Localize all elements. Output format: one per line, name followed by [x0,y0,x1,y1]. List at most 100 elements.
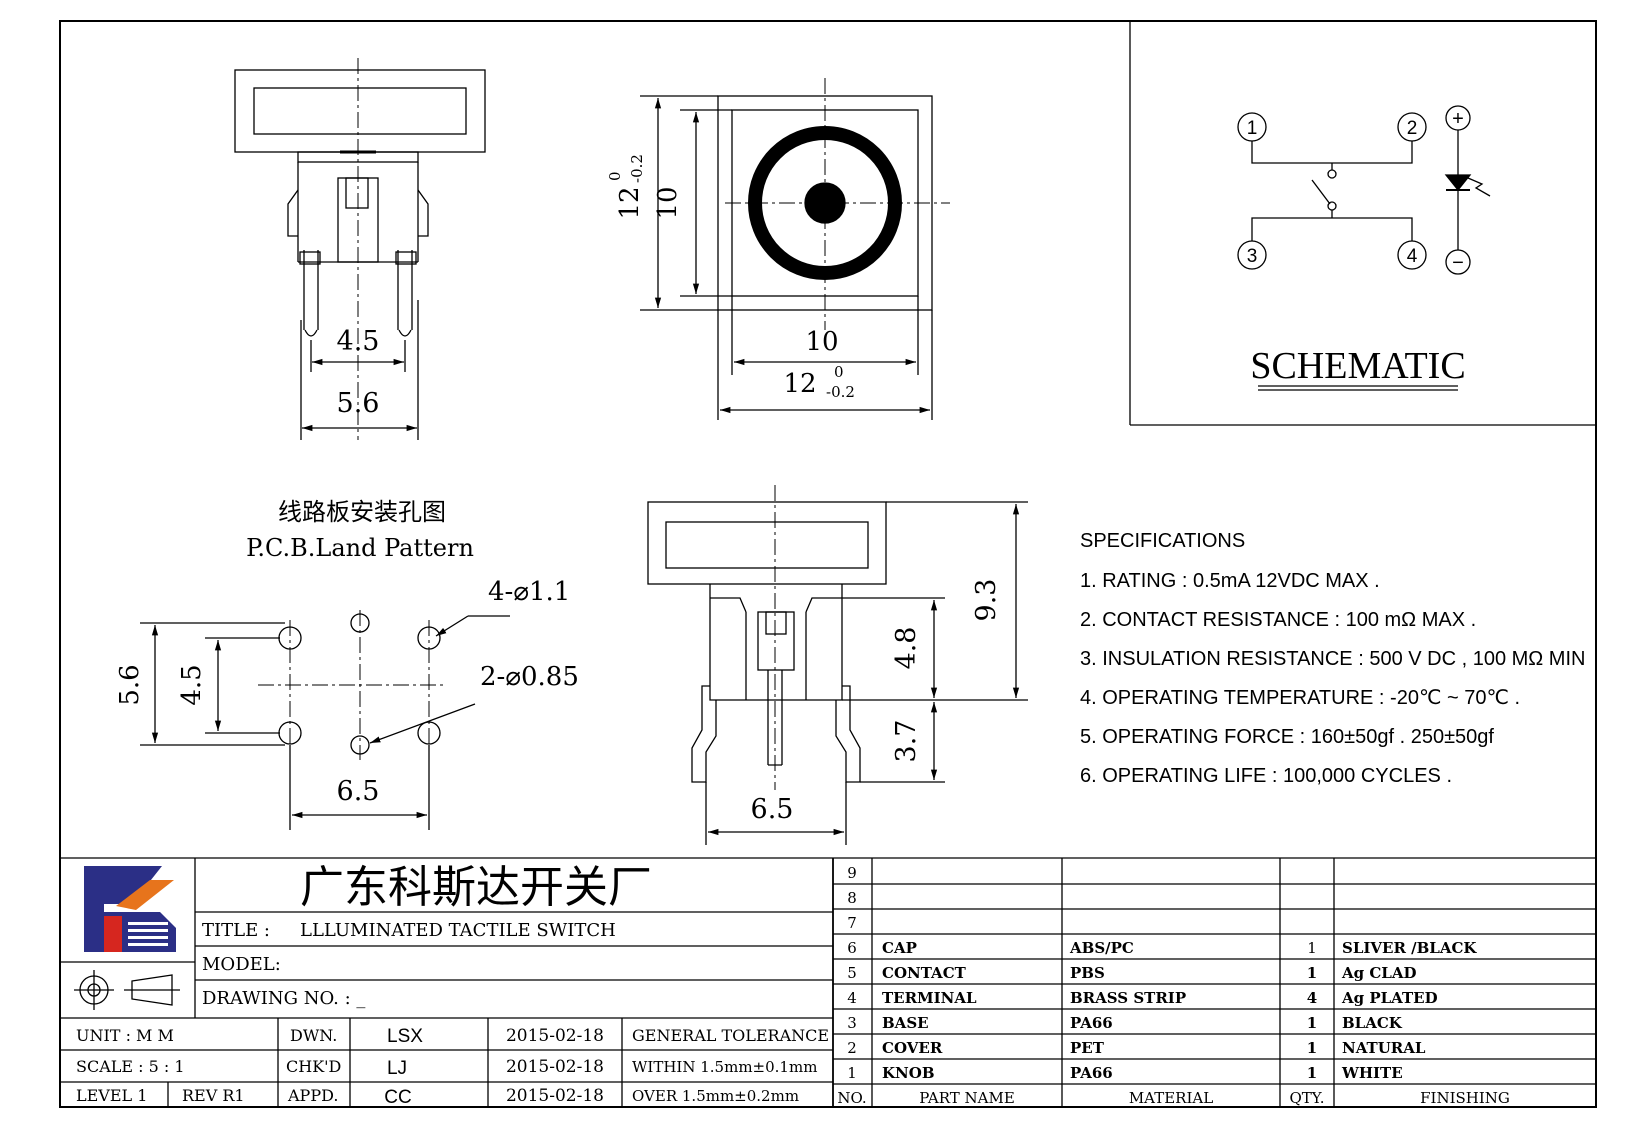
front-dim-width: 6.5 [751,794,794,825]
dim-outer-width: 12 [783,369,816,399]
bom-row-no: 1 [847,1064,857,1082]
dim-pins-outer: 5.6 [337,388,380,419]
pcb-hole-small [350,735,370,755]
bom-material: PA66 [1070,1064,1113,1082]
bom-part-name: BASE [882,1014,929,1032]
bom-qty: 1 [1307,1014,1317,1032]
pcb-hole-small-label: 2-⌀0.85 [480,662,579,692]
bom-part-name: CONTACT [882,964,967,982]
front-dim-total: 9.3 [971,579,1002,622]
specifications-heading: SPECIFICATIONS [1080,530,1246,552]
projection-symbol-icon [74,970,180,1010]
terminal-2-label: 2 [1407,118,1418,139]
sheet-border [59,20,1597,1108]
bom-finishing: Ag PLATED [1341,989,1438,1007]
model-label: MODEL: [202,954,281,975]
spec-item: 3. INSULATION RESISTANCE : 500 V DC , 10… [1080,648,1586,670]
spec-item: 1. RATING : 0.5mA 12VDC MAX . [1080,570,1380,592]
terminal-3-label: 3 [1247,246,1258,267]
pcb-title-en: P.C.B.Land Pattern [246,534,474,562]
tol-upper: 0 [606,171,624,181]
bom-part-name: TERMINAL [882,989,977,1007]
bom-row-no: 4 [847,989,857,1007]
pcb-hole-small [350,613,370,633]
title-value: LLLUMINATED TACTILE SWITCH [300,920,616,941]
bom-row-no: 6 [847,939,857,957]
bom-row-no: 9 [847,864,857,882]
tolerance-within: WITHIN 1.5mm±0.1mm [632,1058,817,1076]
schematic-title: SCHEMATIC [1250,345,1465,387]
chkd-date: 2015-02-18 [506,1057,604,1077]
front-dim-pin: 3.7 [891,720,922,763]
dim-inner-height: 10 [653,186,683,219]
pcb-hole [417,721,441,745]
pcb-hole [417,626,441,650]
front-view [647,485,1028,845]
pcb-hole-large-label: 4-⌀1.1 [488,577,570,607]
bom-row-no: 8 [847,889,857,907]
bom-part-name: KNOB [882,1064,935,1082]
bom-row-no: 2 [847,1039,857,1057]
terminal-4-label: 4 [1407,246,1418,267]
bom-part-name: COVER [882,1039,943,1057]
appd-date: 2015-02-18 [506,1086,604,1106]
dwn-name: LSX [387,1026,423,1047]
pcb-title-cn: 线路板安装孔图 [278,498,446,526]
tol-lower-w: -0.2 [826,383,855,401]
spec-item: 4. OPERATING TEMPERATURE : -20℃ ~ 70℃ . [1080,687,1521,709]
specifications-block: SPECIFICATIONS 1. RATING : 0.5mA 12VDC M… [1080,522,1585,796]
company-logo-icon [84,866,176,952]
bom-material: BRASS STRIP [1070,989,1186,1007]
tol-lower: -0.2 [628,154,646,183]
led-minus-label: − [1452,252,1464,274]
dim-outer-height: 12 [615,186,645,219]
bom-material: ABS/PC [1069,939,1134,957]
tolerance-over: OVER 1.5mm±0.2mm [632,1087,799,1105]
front-dim-body: 4.8 [891,627,922,670]
bom-material: PET [1070,1039,1105,1057]
spec-item: 2. CONTACT RESISTANCE : 100 mΩ MAX . [1080,609,1477,631]
bom-header-qty: QTY. [1289,1089,1324,1107]
bom-header-material: MATERIAL [1129,1089,1213,1107]
bom-header-part: PART NAME [919,1089,1015,1107]
bom-header-finishing: FINISHING [1420,1089,1510,1107]
bom-material: PA66 [1070,1014,1113,1032]
title-label: TITLE : [202,920,270,941]
appd-name: CC [384,1087,411,1108]
bom-qty: 4 [1307,989,1317,1007]
bom-row-no: 5 [847,964,857,982]
bom-qty: 1 [1307,939,1317,957]
tol-upper-w: 0 [834,363,844,381]
bom-finishing: WHITE [1341,1064,1403,1082]
bom-finishing: NATURAL [1342,1039,1426,1057]
dwn-label: DWN. [290,1026,337,1045]
bom-finishing: Ag CLAD [1341,964,1416,982]
dwn-date: 2015-02-18 [506,1026,604,1046]
bom-qty: 1 [1307,1064,1317,1082]
chkd-label: CHK'D [286,1057,341,1076]
pcb-dim-inner-h: 4.5 [177,664,207,705]
bom-qty: 1 [1307,964,1317,982]
dim-pins-inner: 4.5 [337,326,380,357]
side-view [234,58,486,440]
scale-cell: SCALE : 5 : 1 [76,1057,185,1076]
pcb-dim-outer-h: 5.6 [115,664,145,705]
chkd-name: LJ [387,1058,407,1079]
unit-cell: UNIT : M M [76,1026,174,1045]
bom-material: PBS [1070,964,1105,982]
dim-inner-width: 10 [805,327,838,357]
pcb-dim-width: 6.5 [337,776,380,807]
terminal-1-label: 1 [1247,118,1258,139]
rev-cell: REV R1 [182,1086,245,1105]
bom-finishing: SLIVER /BLACK [1342,939,1477,957]
top-view [640,78,950,420]
general-tolerance: GENERAL TOLERANCE [632,1026,829,1045]
pcb-land-pattern [140,610,510,830]
bom-part-name: CAP [882,939,917,957]
bom-row-no: 3 [847,1014,857,1032]
bom-qty: 1 [1307,1039,1317,1057]
drawing-no-label: DRAWING NO. : _ [202,988,365,1009]
led-plus-label: + [1452,108,1464,130]
appd-label: APPD. [287,1086,338,1105]
